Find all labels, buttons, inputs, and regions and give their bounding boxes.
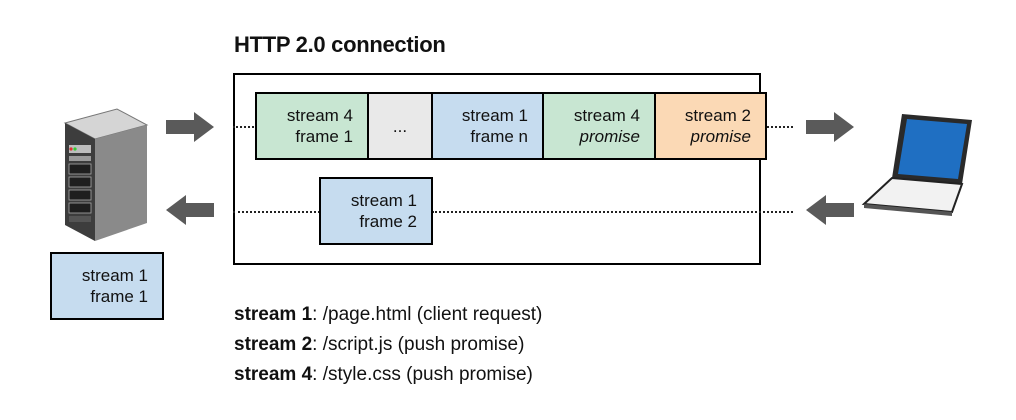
frame-line2: frame 2 [359,212,417,231]
frame-line1: stream 4 [286,106,353,125]
legend-value: : /page.html (client request) [312,304,543,325]
legend-value: : /style.css (push promise) [312,364,533,385]
server-icon [63,108,149,241]
legend-key: stream 4 [234,364,313,385]
frame-line1: stream 1 [350,191,417,210]
frame-line1: stream 4 [573,106,640,125]
frame-line2: frame 1 [295,127,353,146]
arrow-icon [166,195,214,225]
frame-stream1-frame2: stream 1 frame 2 [319,177,433,245]
frame-line1: stream 2 [684,106,751,125]
frame-stream4-promise: stream 4 promise [542,92,656,160]
legend-item: stream 2: /script.js (push promise) [234,330,542,360]
dotted-line [233,211,320,213]
frame-line2: frame 1 [90,287,148,306]
frame-line1: ... [392,116,408,136]
legend-key: stream 2 [234,334,313,355]
frame-line2: promise [579,127,640,146]
legend: stream 1: /page.html (client request) st… [234,300,542,390]
laptop-icon [861,114,972,216]
frame-server-stream1-frame1: stream 1 frame 1 [50,252,164,320]
frame-line1: stream 1 [81,266,148,285]
dotted-line [233,126,257,128]
legend-item: stream 1: /page.html (client request) [234,300,542,330]
frame-line1: stream 1 [461,106,528,125]
dotted-line [767,126,793,128]
arrow-icon [806,112,854,142]
arrow-icon [806,195,854,225]
dotted-line [432,211,793,213]
frame-stream4-frame1: stream 4 frame 1 [255,92,369,160]
legend-key: stream 1 [234,304,313,325]
frame-line2: promise [690,127,751,146]
legend-item: stream 4: /style.css (push promise) [234,360,542,390]
diagram-title: HTTP 2.0 connection [234,32,446,57]
frame-line2: frame n [470,127,528,146]
frame-ellipsis: ... [367,92,433,160]
frame-stream2-promise: stream 2 promise [654,92,767,160]
frame-stream1-framen: stream 1 frame n [431,92,544,160]
arrow-icon [166,112,214,142]
legend-value: : /script.js (push promise) [312,334,525,355]
